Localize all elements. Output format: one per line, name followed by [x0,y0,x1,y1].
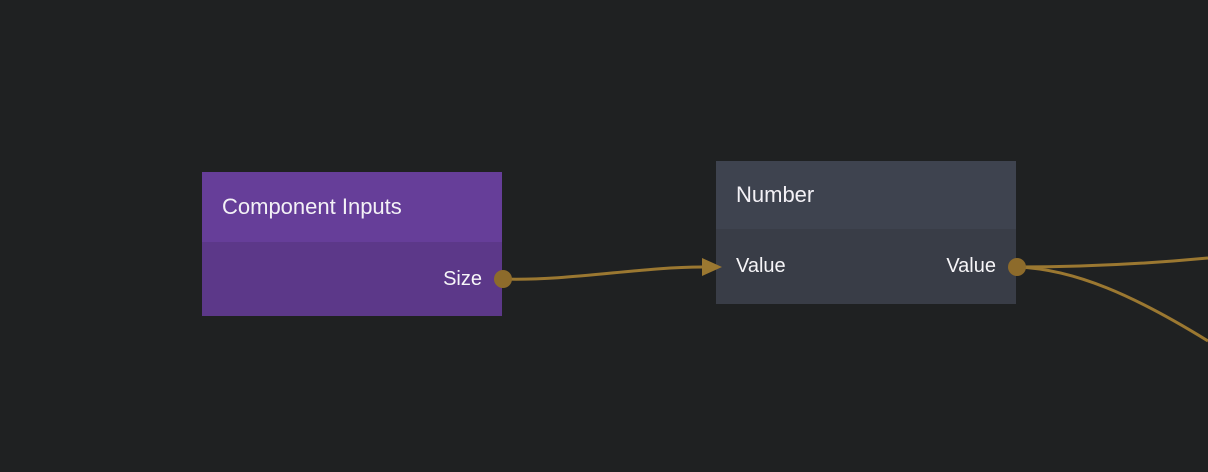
port-row-value: Value Value [716,255,1016,278]
node-number-body: Value Value [716,229,1016,304]
wire-size-to-value[interactable] [502,265,703,281]
node-number[interactable]: Number Value Value [716,161,1016,304]
output-port-label-value: Value [946,255,996,277]
node-component-inputs[interactable]: Component Inputs Size [202,172,502,316]
node-component-inputs-header[interactable]: Component Inputs [202,172,502,242]
node-number-title: Number [736,182,815,207]
wire-value-offscreen-upper[interactable] [1016,256,1208,269]
output-port-label-size: Size [443,267,482,290]
wire-value-offscreen-lower[interactable] [1016,265,1208,343]
node-component-inputs-body: Size [202,242,502,316]
port-row-size: Size [202,268,502,291]
input-port-label-value: Value [736,255,786,277]
node-component-inputs-title: Component Inputs [222,194,402,219]
node-number-header[interactable]: Number [716,161,1016,229]
